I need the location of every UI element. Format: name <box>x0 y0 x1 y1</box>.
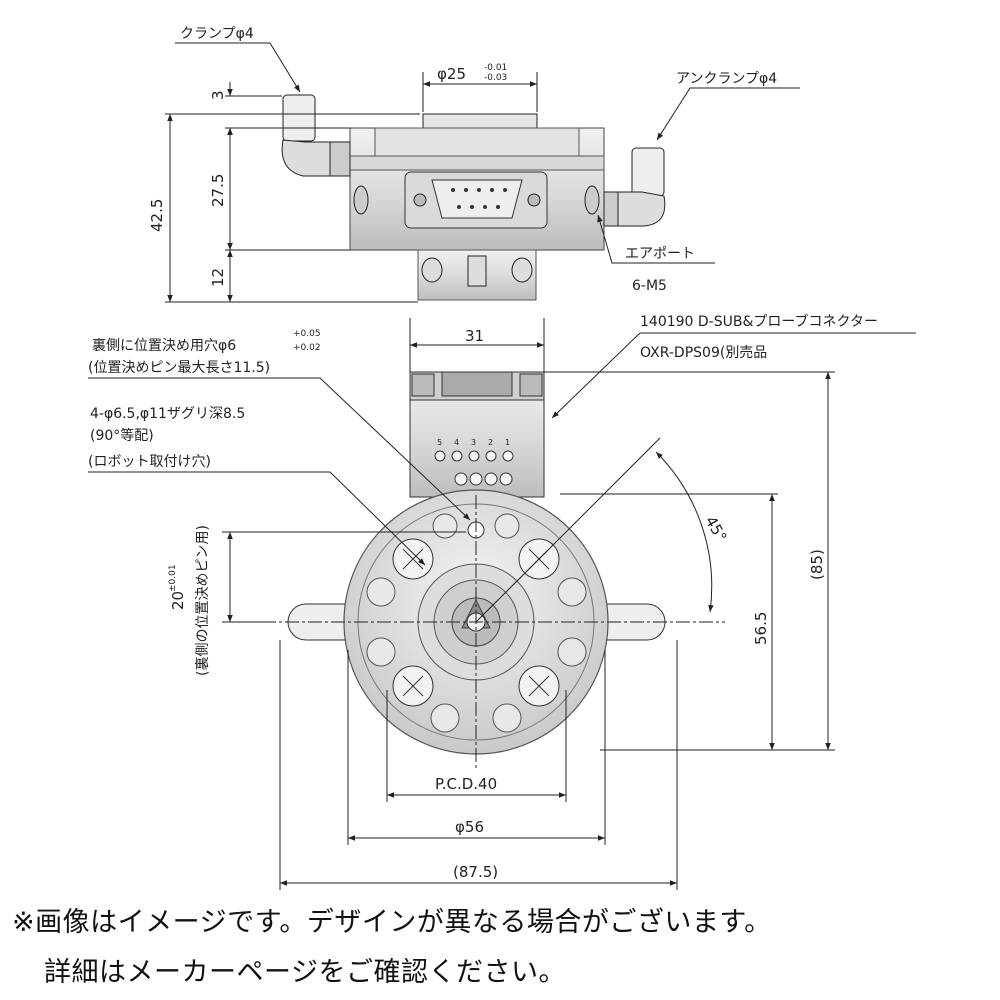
locating-hole-tol-lower: +0.02 <box>293 343 321 353</box>
locating-pin-note: (位置決めピン最大長さ11.5) <box>88 360 270 376</box>
side-view <box>281 94 666 301</box>
clamp-label: クランプφ4 <box>180 26 254 42</box>
pin-number-3: 3 <box>471 438 476 447</box>
pin-hole-spacing: 20 <box>169 591 187 610</box>
phi25-label: φ25 <box>437 65 466 83</box>
air-port-spec: 6-M5 <box>632 278 667 294</box>
counterbore-label: 4-φ6.5,φ11ザグリ深8.5 <box>90 406 245 422</box>
phi25-tol-lower: -0.03 <box>484 73 507 83</box>
pcd-label: P.C.D.40 <box>435 775 497 793</box>
pin-number-4: 4 <box>454 438 459 447</box>
connector-label: 140190 D-SUB&プローブコネクター <box>640 313 878 330</box>
front-view-dimensions <box>88 318 916 890</box>
dim-12-label: 12 <box>209 268 227 287</box>
pin-number-2: 2 <box>488 438 493 447</box>
technical-drawing: クランプφ4 アンクランプφ4 φ25 -0.01 -0.03 3 27.5 4… <box>88 26 916 890</box>
side-view-dimensions <box>165 42 800 303</box>
air-port-label: エアポート <box>625 246 695 262</box>
dim-85-label: (85) <box>808 549 826 580</box>
pin-number-5: 5 <box>437 438 442 447</box>
connector-model: OXR-DPS09(別売品 <box>640 345 767 361</box>
dim-27-5-label: 27.5 <box>209 174 227 207</box>
locating-hole-tol-upper: +0.05 <box>293 329 321 339</box>
robot-mount-note: (ロボット取付け穴) <box>88 454 211 470</box>
dim-56-5-label: 56.5 <box>752 612 770 645</box>
pin-hole-note: (裏側の位置決めピン用) <box>194 525 211 676</box>
dim-3-label: 3 <box>209 90 227 100</box>
counterbore-spacing: (90°等配) <box>90 427 154 444</box>
side-view-labels: クランプφ4 アンクランプφ4 φ25 -0.01 -0.03 3 27.5 4… <box>148 26 777 294</box>
locating-hole-label: 裏側に位置決め用穴φ6 <box>92 337 236 354</box>
unclamp-label: アンクランプφ4 <box>676 71 777 87</box>
disclaimer-line-2: 詳細はメーカーページをご確認ください。 <box>44 957 566 988</box>
phi56-label: φ56 <box>455 818 484 836</box>
dim-31-label: 31 <box>465 327 484 345</box>
dim-87-5-label: (87.5) <box>453 863 498 881</box>
phi25-tol-upper: -0.01 <box>484 63 507 73</box>
dim-42-5-label: 42.5 <box>148 199 166 232</box>
pin-number-1: 1 <box>505 438 510 447</box>
disclaimer-line-1: ※画像はイメージです。デザインが異なる場合がございます。 <box>12 907 772 938</box>
pin-hole-tol: ±0.01 <box>168 564 178 592</box>
